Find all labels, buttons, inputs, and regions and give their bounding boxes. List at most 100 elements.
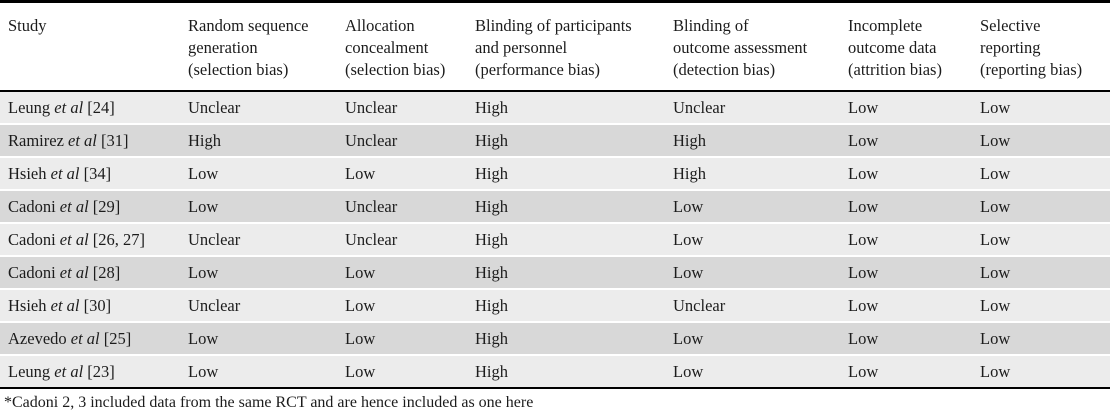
et-al-italic: et al [54,97,84,117]
rating-cell: Low [673,361,704,381]
rating-cell: High [673,130,706,150]
rating-cell: Low [980,295,1011,315]
et-al-italic: et al [59,196,89,216]
table-row: Hsieh et al [30] Unclear Low High Unclear Low… [0,289,1110,322]
rating-cell: Low [673,229,704,249]
rating-cell: Low [345,328,376,348]
rating-cell: Low [188,262,219,282]
rating-cell: High [673,163,706,183]
rating-cell: Low [848,361,879,381]
study-name: Cadoni [8,196,60,216]
study-cell: Cadoni et al [29] [0,190,180,223]
rating-cell: Low [980,130,1011,150]
rating-cell: Low [848,130,879,150]
study-cell: Leung et al [23] [0,355,180,388]
table-row: Cadoni et al [26, 27] Unclear Unclear High L… [0,223,1110,256]
et-al-italic: et al [59,229,89,249]
rating-cell: Low [980,196,1011,216]
study-cell: Hsieh et al [34] [0,157,180,190]
rating-cell: Low [980,361,1011,381]
rating-cell: Low [188,163,219,183]
rating-cell: High [475,361,508,381]
study-reference: [24] [83,97,115,117]
study-name: Cadoni [8,262,60,282]
rating-cell: Unclear [673,97,726,117]
table-footnote: *Cadoni 2, 3 included data from the same… [0,389,1110,412]
rating-cell: Low [188,196,219,216]
rating-cell: Low [848,196,879,216]
rating-cell: Low [188,361,219,381]
study-name: Leung [8,361,55,381]
rating-cell: Low [345,361,376,381]
column-header-blinding-outcome-assessment: Blinding of outcome assessment (detectio… [665,1,840,91]
header-row: Study Random sequence generation (select… [0,1,1110,91]
rating-cell: Low [848,262,879,282]
rating-cell: Low [188,328,219,348]
rating-cell: Low [345,295,376,315]
rating-cell: Unclear [188,97,241,117]
column-header-study: Study [0,1,180,91]
rating-cell: Unclear [345,196,398,216]
rating-cell: High [475,229,508,249]
study-reference: [30] [79,295,112,315]
rating-cell: Low [673,328,704,348]
rating-cell: Unclear [188,229,241,249]
rating-cell: Unclear [345,229,398,249]
rating-cell: Low [848,295,879,315]
et-al-italic: et al [50,295,80,315]
study-name: Hsieh [8,295,51,315]
study-name: Hsieh [8,163,51,183]
rating-cell: Low [980,163,1011,183]
rating-cell: Unclear [188,295,241,315]
rating-cell: Low [848,97,879,117]
study-reference: [28] [88,262,121,282]
et-al-italic: et al [59,262,89,282]
rating-cell: Low [848,328,879,348]
rating-cell: Low [980,262,1011,282]
study-name: Ramirez [8,130,69,150]
column-header-incomplete-outcome-data: Incomplete outcome data (attrition bias) [840,1,972,91]
study-reference: [23] [83,361,115,381]
study-name: Azevedo [8,328,71,348]
table-header: Study Random sequence generation (select… [0,1,1110,91]
study-cell: Cadoni et al [28] [0,256,180,289]
rating-cell: Low [345,262,376,282]
rating-cell: Low [848,163,879,183]
rating-cell: Low [980,328,1011,348]
rating-cell: High [188,130,221,150]
table-row: Leung et al [24] Unclear Unclear High Unclea… [0,91,1110,124]
rating-cell: High [475,295,508,315]
rating-cell: Low [673,196,704,216]
rating-cell: Unclear [345,97,398,117]
study-cell: Cadoni et al [26, 27] [0,223,180,256]
table-row: Cadoni et al [29] Low Unclear High Low Low Low [0,190,1110,223]
rating-cell: High [475,130,508,150]
column-header-selective-reporting: Selective reporting (reporting bias) [972,1,1110,91]
study-reference: [34] [79,163,112,183]
rating-cell: Unclear [673,295,726,315]
table-row: Leung et al [23] Low Low High Low Low Low [0,355,1110,388]
risk-of-bias-table: Study Random sequence generation (select… [0,0,1110,388]
study-name: Leung [8,97,55,117]
rating-cell: Low [345,163,376,183]
rating-cell: Low [848,229,879,249]
column-header-random-sequence-generation: Random sequence generation (selection bi… [180,1,337,91]
et-al-italic: et al [54,361,84,381]
rating-cell: High [475,196,508,216]
et-al-italic: et al [50,163,80,183]
study-cell: Leung et al [24] [0,91,180,124]
column-header-blinding-participants-personnel: Blinding of participants and personnel (… [467,1,665,91]
et-al-italic: et al [68,130,97,150]
rating-cell: Low [980,97,1011,117]
column-header-allocation-concealment: Allocation concealment (selection bias) [337,1,467,91]
rating-cell: High [475,97,508,117]
rating-cell: High [475,262,508,282]
study-reference: [25] [99,328,132,348]
rating-cell: Low [673,262,704,282]
study-reference: [31] [96,130,129,150]
